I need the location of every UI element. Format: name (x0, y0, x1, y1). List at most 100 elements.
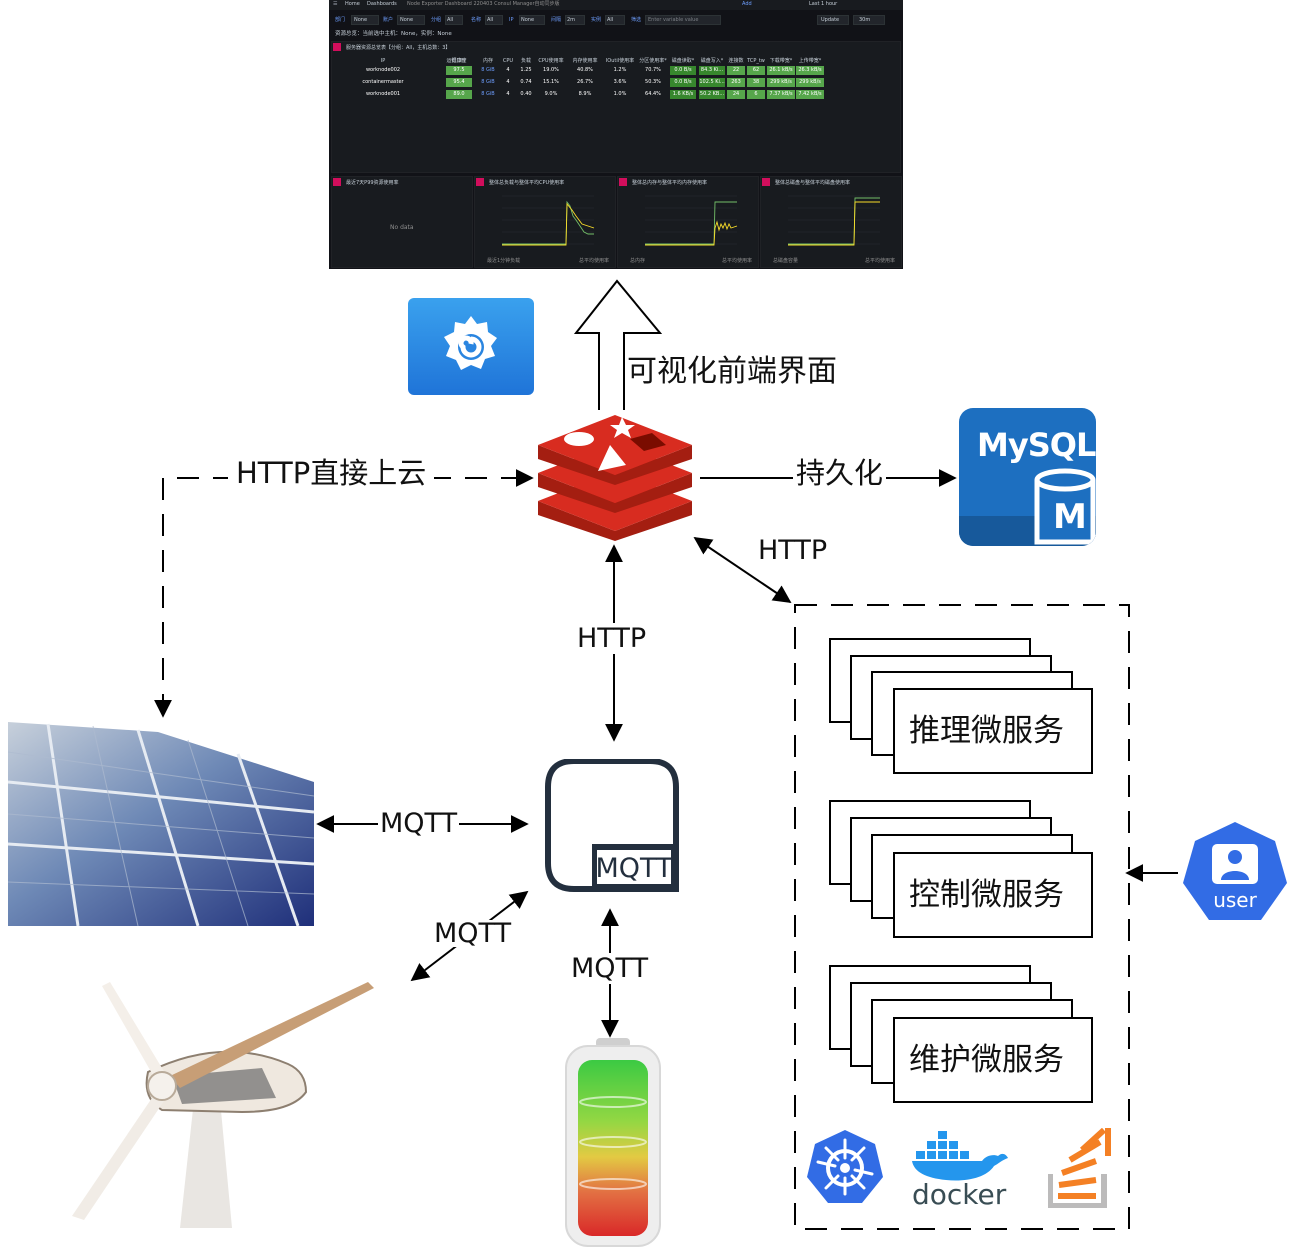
warning-icon (762, 178, 770, 186)
table-cell: 7.42 kB/s (796, 90, 824, 99)
table-title: 服务器资源总览表【分组：All，主机总数：3】 (346, 45, 451, 51)
table-header-cell: 内存使用率 (572, 58, 598, 64)
table-header-cell: CPU (502, 58, 514, 64)
panel-title: 整体总内存与整体平均内存使用率 (632, 180, 708, 186)
table-cell: 299 kB/s (796, 78, 824, 87)
table-header-cell: 分区使用率* (639, 58, 667, 64)
label-mqtt-wind: MQTT (432, 918, 514, 949)
refresh-interval[interactable] (853, 15, 885, 25)
filter-value: All (487, 17, 494, 23)
table-cell: 89.0 (446, 90, 472, 99)
panel-title: 最近7天P99资源使用率 (346, 180, 399, 186)
filter-label: 实例 (591, 17, 602, 23)
table-cell: 50.2 KB... (699, 90, 725, 99)
filter-select[interactable] (605, 15, 625, 25)
table-cell: 9.0% (544, 91, 558, 97)
label-persist: 持久化 (793, 459, 887, 488)
table-cell: 95.4 (446, 78, 472, 87)
filter-value: All (607, 17, 614, 23)
table-cell: 62 (747, 66, 765, 75)
table-cell: 3.6% (613, 79, 627, 85)
filter-select[interactable] (397, 15, 425, 25)
table-cell: 8 GiB (481, 67, 495, 73)
solar-panel-image (8, 722, 315, 926)
table-cell: 24 (727, 90, 745, 99)
table-cell: 0.40 (520, 91, 532, 97)
database-icon (1034, 468, 1096, 545)
mysql-name: MySQL (977, 426, 1096, 464)
table-header-cell: 内存 (482, 58, 493, 64)
time-range-picker[interactable]: Last 1 hour (809, 1, 838, 7)
mysql-logo: MySQL M (959, 408, 1096, 546)
table-cell: 102.5 Ki... (699, 78, 725, 87)
filter-value: None (521, 17, 535, 23)
redis-logo (538, 415, 692, 541)
dash-summary: 资源总览：当前选中主机：None，实例：None (335, 31, 452, 37)
filter-select[interactable] (565, 15, 585, 25)
dash-topbar: ☰ Home Dashboards Node Exporter Dashboar… (329, 0, 903, 10)
table-cell: containermaster (362, 79, 404, 85)
label-http-direct: HTTP直接上云 (228, 459, 435, 488)
add-button[interactable]: Add (742, 1, 752, 7)
table-cell: 8 GiB (481, 91, 495, 97)
stack-logo (1048, 1128, 1111, 1208)
filter-label: IP (509, 17, 514, 23)
frontend-arrow (573, 279, 663, 410)
panel-memory: 整体总内存与整体平均内存使用率 总内存 总平均使用率 (617, 176, 759, 268)
legend-item: 总平均使用率 (865, 258, 896, 264)
legend-item: 总内存 (630, 258, 646, 264)
menu-icon[interactable]: ☰ (333, 1, 338, 7)
table-cell: worknode001 (365, 91, 401, 97)
table-header-cell: 磁盘写入* (700, 58, 724, 64)
user-icon: user (1183, 822, 1287, 920)
legend-item: 总平均使用率 (579, 258, 610, 264)
table-cell: 263 (727, 78, 745, 87)
legend-item: 总平均使用率 (722, 258, 753, 264)
breadcrumb-dashboards[interactable]: Dashboards (367, 1, 397, 7)
filter-select[interactable] (351, 15, 379, 25)
filter-value: 2m (567, 17, 576, 23)
refresh-interval-label: 30m (859, 17, 871, 23)
table-cell: 0.0 B/s (670, 66, 696, 75)
service-maintenance-label: 维护微服务 (909, 1042, 1064, 1078)
table-header-cell: 运行(天) (446, 58, 466, 64)
panel-disk: 整体总磁盘与整体平均磁盘使用率 总磁盘容量 总平均使用率 (760, 176, 902, 268)
breadcrumb-home[interactable]: Home (345, 1, 360, 7)
warning-icon (476, 178, 484, 186)
table-cell: 4 (506, 79, 510, 85)
table-cell: 4 (506, 91, 510, 97)
grafana-swirl-icon (444, 316, 497, 370)
wind-turbine-image (72, 982, 374, 1228)
table-cell: 84.3 Ki... (699, 66, 725, 75)
mqtt-broker: MQTT (545, 759, 679, 892)
filter-label: 间隔 (551, 17, 562, 23)
table-header-cell: CPU使用率 (538, 58, 564, 64)
docker-whale-icon (912, 1131, 1008, 1181)
panel-title: 整体总磁盘与整体平均磁盘使用率 (775, 180, 851, 186)
label-frontend: 可视化前端界面 (627, 354, 837, 389)
table-cell: 15.1% (543, 79, 559, 85)
table-header-cell: 磁盘读取* (671, 58, 695, 64)
services-container (794, 604, 1130, 1230)
mqtt-broker-label: MQTT (595, 853, 673, 884)
dashboard-mini-charts (502, 195, 880, 246)
table-cell: 97.5 (446, 66, 472, 75)
service-control-label: 控制微服务 (909, 877, 1064, 913)
update-label: Update (821, 17, 840, 23)
update-button[interactable] (817, 15, 849, 25)
table-cell: 299 kB/s (767, 78, 795, 87)
table-cell: 0.74 (520, 79, 532, 85)
table-cell: 1.0% (613, 91, 627, 97)
table-cell: 1.6 KB/s (670, 90, 696, 99)
warning-icon (333, 178, 341, 186)
no-data-text: No data (390, 224, 414, 231)
grafana-logo (408, 298, 534, 395)
kubernetes-logo (807, 1130, 883, 1203)
filter-select[interactable] (445, 15, 463, 25)
filter-select[interactable] (519, 15, 545, 25)
variable-input[interactable] (645, 15, 721, 25)
filter-select[interactable] (485, 15, 503, 25)
table-header-cell: 上传带宽* (798, 58, 822, 64)
label-http-services: HTTP (758, 535, 828, 566)
docker-wordmark: docker (912, 1178, 1007, 1211)
